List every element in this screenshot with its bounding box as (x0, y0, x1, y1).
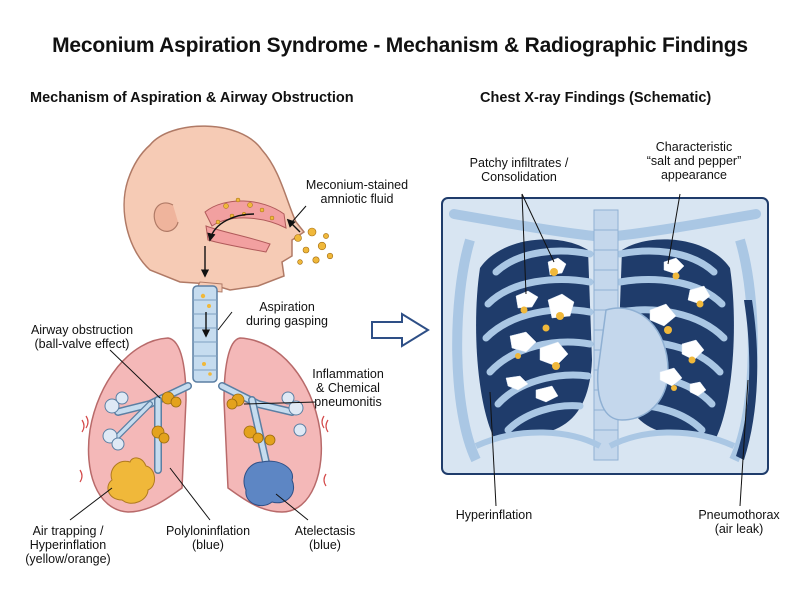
mechanism-heading: Mechanism of Aspiration & Airway Obstruc… (30, 90, 354, 106)
label-pneumothorax: Pneumothorax(air leak) (698, 508, 780, 536)
label-airway-obstruction: Airway obstruction(ball-valve effect) (30, 323, 134, 351)
left-leader-lines (69, 311, 317, 521)
label-polyloninflation: Polyloninflation(blue) (165, 524, 251, 552)
label-hyperinflation: Hyperinflation (455, 508, 533, 522)
label-air-trapping: Air trapping /Hyperinflation(yellow/oran… (25, 524, 111, 566)
left-lung (87, 337, 192, 513)
label-patchy-infiltrates: Patchy infiltrates /Consolidation (469, 156, 569, 184)
trachea (192, 285, 218, 383)
ear (153, 202, 179, 232)
infiltrate-patches (505, 257, 711, 403)
chest-xray (441, 197, 769, 475)
infant-head (123, 125, 306, 293)
label-salt-and-pepper: Characteristic“salt and pepper”appearanc… (646, 140, 742, 182)
flow-arrow (371, 312, 430, 348)
right-lung (218, 337, 323, 513)
inflammation-marks (79, 415, 329, 487)
label-atelectasis: Atelectasis(blue) (294, 524, 356, 552)
meconium-spots (515, 268, 704, 391)
page-title: Meconium Aspiration Syndrome - Mechanism… (52, 34, 748, 57)
meconium-droplets (294, 227, 334, 265)
xray-heading: Chest X-ray Findings (Schematic) (480, 90, 712, 106)
right-leader-lines (489, 193, 749, 507)
